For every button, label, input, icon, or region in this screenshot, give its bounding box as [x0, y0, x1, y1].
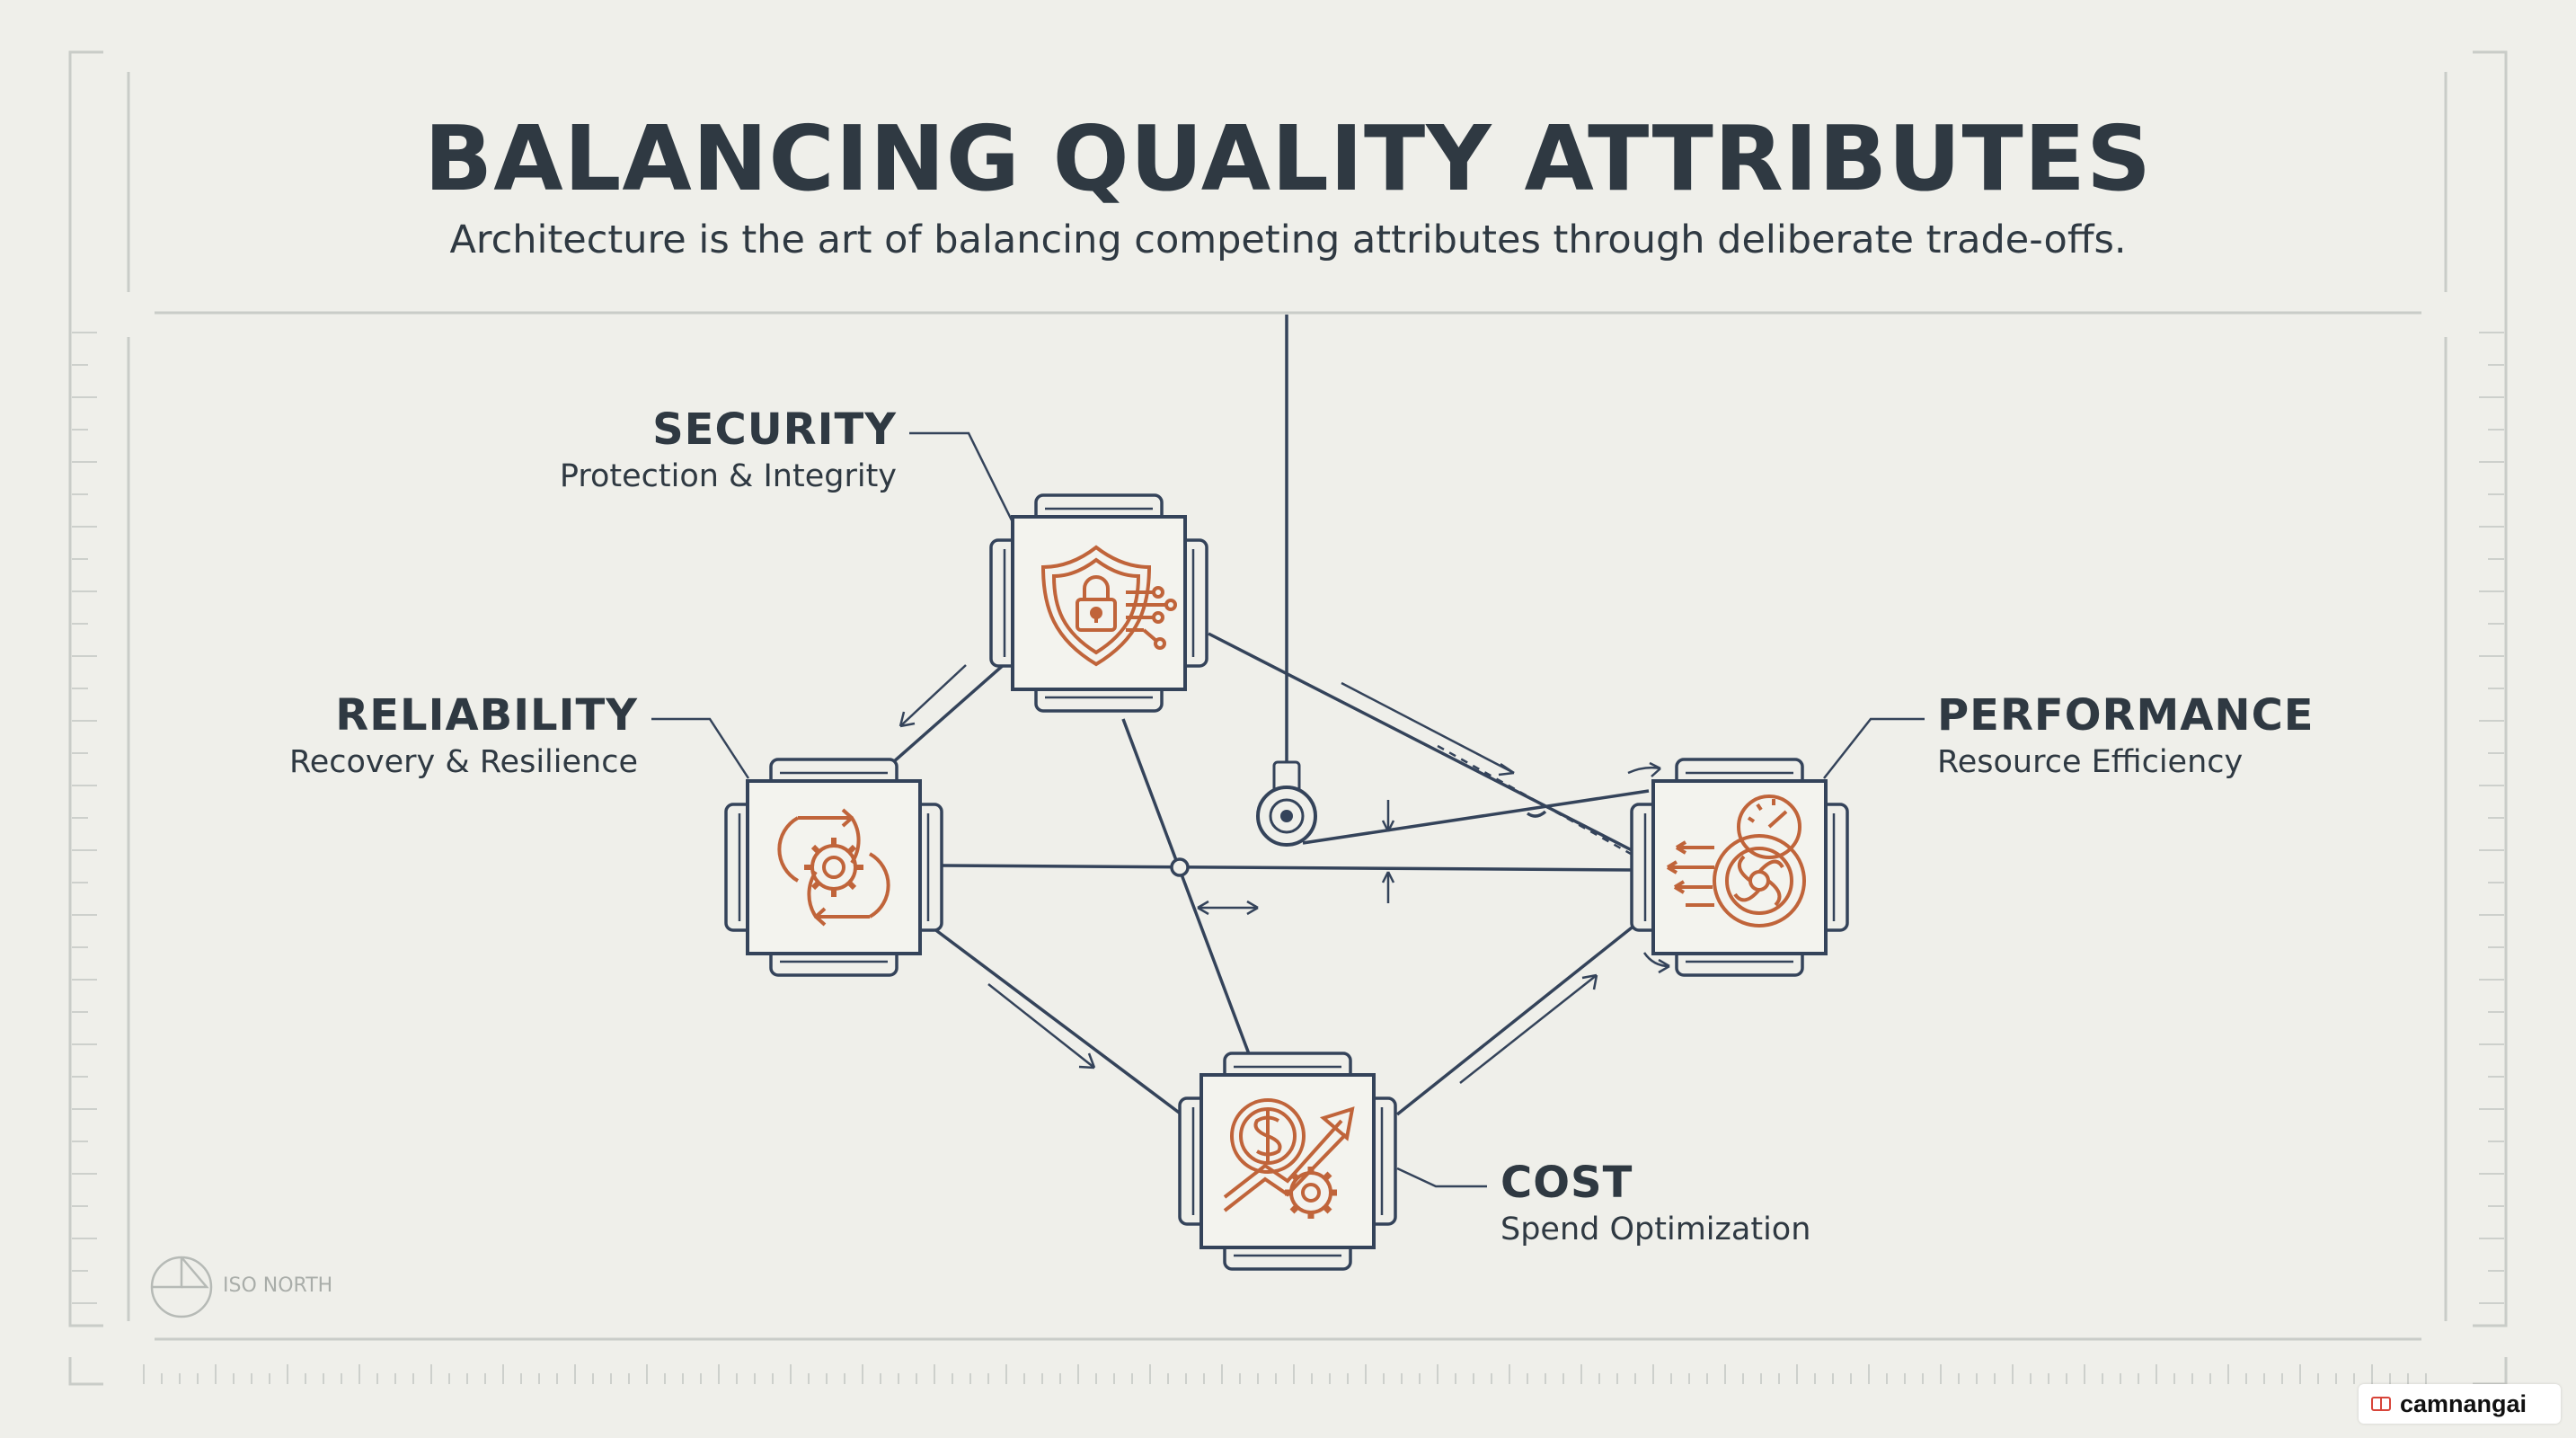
dollar-growth-icon — [1223, 1098, 1355, 1219]
shield-lock-icon — [1040, 545, 1177, 667]
book-icon — [2371, 1397, 2391, 1411]
connections — [883, 315, 1650, 1116]
reliability-description: Recovery & Resilience — [288, 744, 638, 780]
brand-text: ISO NORTH — [223, 1274, 333, 1297]
watermark-badge[interactable]: camnangai — [2359, 1384, 2561, 1424]
security-node — [989, 493, 1208, 713]
frame — [68, 50, 2508, 1386]
security-description: Protection & Integrity — [559, 458, 897, 494]
cost-name: COST — [1500, 1158, 1633, 1208]
page-title: BALANCING QUALITY ATTRIBUTES — [423, 106, 2153, 211]
pulley — [1256, 760, 1317, 847]
reliability-name: RELIABILITY — [335, 690, 638, 741]
security-label: SECURITY Protection & Integrity — [449, 404, 897, 494]
dashed-guide — [1437, 744, 1632, 856]
security-name: SECURITY — [652, 404, 897, 455]
performance-label: PERFORMANCE Resource Efficiency — [1937, 690, 2440, 780]
performance-description: Resource Efficiency — [1937, 744, 2244, 780]
performance-node — [1630, 758, 1849, 977]
arrows — [899, 664, 1670, 1084]
performance-name: PERFORMANCE — [1937, 690, 2315, 741]
cost-label: COST Spend Optimization — [1500, 1158, 2040, 1247]
reliability-node — [724, 758, 943, 977]
turbine-gauge-icon — [1666, 794, 1806, 928]
reliability-label: RELIABILITY Recovery & Resilience — [180, 690, 638, 780]
label-leaders — [651, 431, 1925, 1188]
page-subtitle: Architecture is the art of balancing com… — [449, 217, 2127, 262]
cost-node — [1178, 1052, 1397, 1271]
watermark-text: camnangai — [2400, 1389, 2527, 1417]
iso-north-logo-icon — [150, 1256, 213, 1318]
ruler-ticks — [72, 332, 2504, 1384]
gear-cycle-icon — [777, 808, 890, 927]
cost-description: Spend Optimization — [1500, 1212, 1811, 1247]
